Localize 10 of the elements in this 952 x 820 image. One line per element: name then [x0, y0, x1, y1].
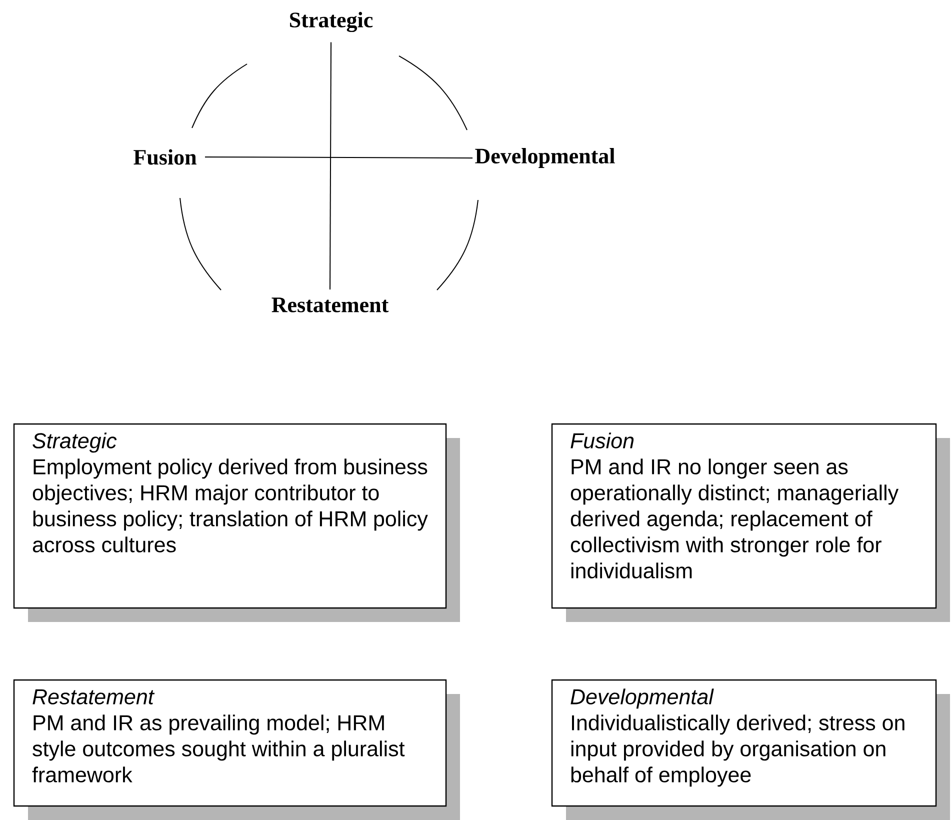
text-box: Fusion PM and IR no longer seen as operationally distinct; managerially derived agenda; replacement of collectivism with stronger role for individualism — [551, 423, 950, 622]
connector-line — [204, 156, 474, 158]
axis-label: Developmental — [475, 148, 615, 168]
axis-label: Fusion — [134, 149, 196, 165]
text-box: Developmental Individualistically derived; stress on input provided by organisation on behalf of employee — [551, 679, 950, 820]
connector-line — [330, 42, 332, 290]
text-box: Restatement PM and IR as prevailing model; HRM style outcomes sought within a pluralist framework — [13, 679, 460, 820]
axis-label: Strategic — [290, 12, 373, 32]
axis-label: Restatement — [272, 298, 389, 312]
text-box: Strategic Employment policy derived from business objectives; HRM major contributor to business policy; translation of HRM policy across cultures — [13, 423, 460, 622]
